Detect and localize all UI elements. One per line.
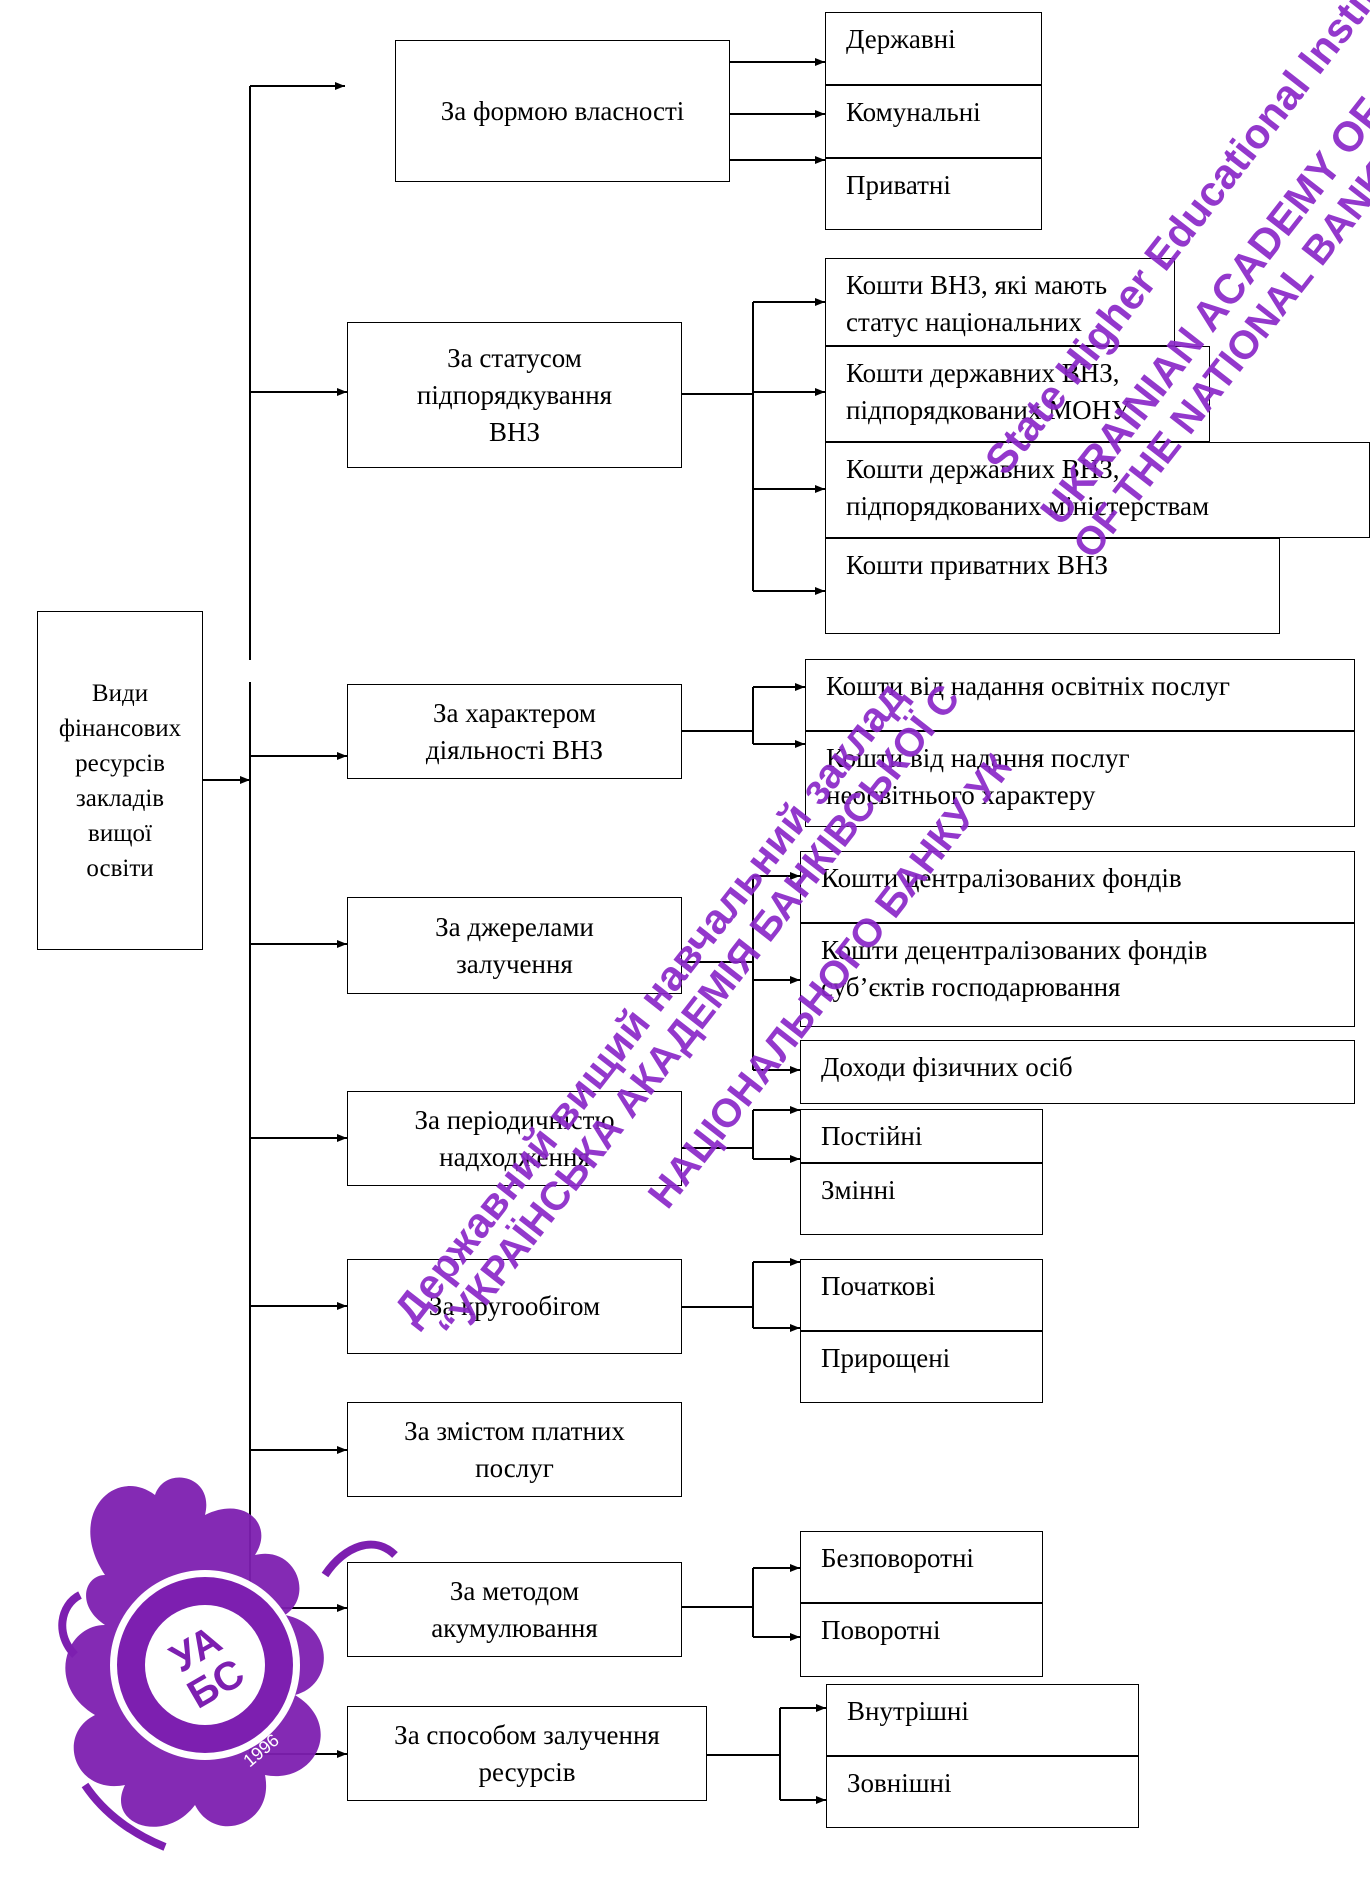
category-node-9-text: За способом залучення [394, 1719, 660, 1750]
item-node-8-1-text: Безповоротні [821, 1543, 974, 1573]
item-node-3-1: Кошти від надання освітніх послуг [805, 659, 1355, 731]
category-node-1: За формою власності [395, 40, 730, 182]
item-node-3-2-text: Кошти від надання послуг [826, 743, 1130, 773]
category-node-8: За методом акумулювання [347, 1562, 682, 1657]
item-node-2-3: Кошти державних ВНЗ, підпорядкованих міні… [825, 442, 1370, 538]
category-node-7-text: послуг [475, 1452, 554, 1483]
item-node-9-2-text: Зовнішні [847, 1768, 952, 1798]
category-node-9: За способом залучення ресурсів [347, 1706, 707, 1801]
category-node-5-text: За періодичністю [414, 1104, 615, 1135]
item-node-3-2: Кошти від надання послуг неосвітнього хар… [805, 731, 1355, 827]
item-node-2-1: Кошти ВНЗ, які мають статус національних [825, 258, 1175, 346]
item-node-1-2: Комунальні [825, 85, 1042, 158]
item-node-2-2-text: підпорядкованих МОНУ [846, 395, 1131, 425]
item-node-4-3: Доходи фізичних осіб [800, 1040, 1355, 1104]
item-node-4-2-text: суб’єктів господарювання [821, 972, 1121, 1002]
category-node-5-text: надходження [439, 1141, 590, 1172]
category-node-7-text: За змістом платних [404, 1415, 625, 1446]
category-node-3-text: діяльності ВНЗ [425, 734, 604, 765]
item-node-2-4-text: Кошти приватних ВНЗ [846, 550, 1109, 580]
item-node-2-3-text: Кошти державних ВНЗ, [846, 454, 1120, 484]
category-node-7: За змістом платних послуг [347, 1402, 682, 1497]
category-node-6-text: За кругообігом [428, 1291, 601, 1321]
item-node-1-2-text: Комунальні [846, 97, 981, 127]
item-node-5-2: Змінні [800, 1163, 1043, 1235]
item-node-4-1: Кошти централізованих фондів [800, 851, 1355, 923]
item-node-2-2-text: Кошти державних ВНЗ, [846, 358, 1120, 388]
category-node-5: За періодичністю надходження [347, 1091, 682, 1186]
category-node-4: За джерелами залучення [347, 897, 682, 994]
category-node-3-text: За характером [432, 697, 596, 728]
item-node-8-2: Поворотні [800, 1603, 1043, 1677]
item-node-9-1: Внутрішні [826, 1684, 1139, 1756]
root-node-text: закладів [75, 784, 165, 812]
category-node-4-text: За джерелами [435, 911, 594, 942]
item-node-2-1-text: Кошти ВНЗ, які мають [846, 270, 1108, 300]
item-node-1-1-text: Державні [846, 24, 956, 54]
root-node-text: ресурсів [75, 749, 165, 777]
category-node-1-text: За формою власності [440, 95, 685, 126]
item-node-5-1-text: Постійні [821, 1121, 923, 1151]
category-node-2-text: ВНЗ [488, 416, 541, 447]
root-node-text: вищої [88, 819, 152, 847]
root-node: Види фінансових ресурсів закладів вищої освіт… [37, 611, 203, 950]
item-node-9-2: Зовнішні [826, 1756, 1139, 1828]
category-node-3: За характером діяльності ВНЗ [347, 684, 682, 779]
item-node-4-2: Кошти децентралізованих фондів суб’єктів … [800, 923, 1355, 1027]
item-node-2-1-text: статус національних [846, 307, 1082, 337]
item-node-6-1-text: Початкові [821, 1271, 936, 1301]
item-node-3-2-text: неосвітнього характеру [826, 780, 1096, 810]
item-node-1-3: Приватні [825, 158, 1042, 230]
item-node-2-3-text: підпорядкованих міністерствам [846, 491, 1210, 521]
item-node-2-4: Кошти приватних ВНЗ [825, 538, 1280, 634]
item-node-6-2-text: Прирощені [821, 1343, 951, 1373]
item-node-5-1: Постійні [800, 1109, 1043, 1163]
category-node-6: За кругообігом [347, 1259, 682, 1354]
item-node-5-2-text: Змінні [821, 1175, 896, 1205]
category-node-9-text: ресурсів [478, 1756, 576, 1787]
item-node-8-1: Безповоротні [800, 1531, 1043, 1603]
root-node-text: фінансових [58, 714, 182, 742]
item-node-4-3-text: Доходи фізичних осіб [821, 1052, 1073, 1082]
item-node-9-1-text: Внутрішні [847, 1696, 969, 1726]
category-node-2-text: За статусом [447, 342, 582, 373]
category-node-4-text: залучення [456, 948, 573, 979]
item-node-4-2-text: Кошти децентралізованих фондів [821, 935, 1208, 965]
root-node-text: освіти [86, 854, 154, 882]
item-node-4-1-text: Кошти централізованих фондів [821, 863, 1182, 893]
category-node-2-text: підпорядкування [416, 379, 613, 410]
item-node-1-1: Державні [825, 12, 1042, 85]
item-node-6-2: Прирощені [800, 1331, 1043, 1403]
item-node-3-1-text: Кошти від надання освітніх послуг [826, 671, 1230, 701]
item-node-6-1: Початкові [800, 1259, 1043, 1331]
item-node-8-2-text: Поворотні [821, 1615, 941, 1645]
category-node-8-text: акумулювання [431, 1612, 598, 1643]
item-node-1-3-text: Приватні [846, 170, 951, 200]
item-node-2-2: Кошти державних ВНЗ, підпорядкованих МОНУ [825, 346, 1210, 442]
root-node-text: Види [91, 679, 149, 707]
category-node-8-text: За методом [449, 1575, 580, 1606]
